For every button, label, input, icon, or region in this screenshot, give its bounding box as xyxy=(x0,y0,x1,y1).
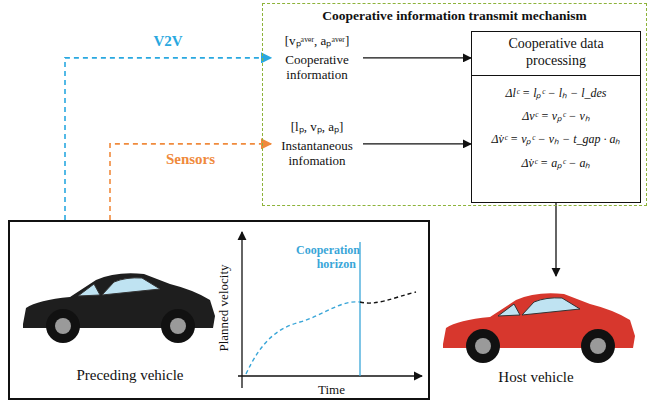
mechanism-region: Cooperative information transmit mechani… xyxy=(262,3,647,206)
connector-arrow xyxy=(363,143,471,144)
planned-curve xyxy=(246,302,360,374)
connector-arrow xyxy=(363,57,471,58)
connector-arrow xyxy=(110,144,271,220)
equation: Δlᶜ = lₚᶜ − lₕ − l_des xyxy=(472,86,640,100)
node-text: [vₚᵃᵛᵉʳ, aₚᵃᵛᵉʳ] xyxy=(273,33,361,49)
node-text: Instantaneous infomation xyxy=(273,138,361,169)
horizon-line xyxy=(359,242,360,376)
node-text: Preceding vehicle xyxy=(50,366,210,384)
predicted-curve xyxy=(360,292,416,303)
equation: Δ̇vᶜ = vₚᶜ − vₕ − t_gap · aₕ xyxy=(472,132,640,146)
node-text: Cooperative data processing xyxy=(472,32,640,76)
process-box: Cooperative data processingΔlᶜ = lₚᶜ − l… xyxy=(471,31,641,203)
node-text: Host vehicle xyxy=(428,368,644,386)
vehicle-block: Host vehicle xyxy=(428,276,644,398)
equation: Δvᶜ = vₚᶜ − vₕ xyxy=(472,109,640,123)
axis-label: Time xyxy=(318,382,345,398)
node-text: Cooperative information transmit mechani… xyxy=(263,4,646,24)
info-block: [lₚ, vₚ, aₚ] Instantaneous infomation xyxy=(271,117,363,171)
horizon-label: Cooperation horizon xyxy=(296,244,356,272)
connector-arrow xyxy=(555,203,556,276)
edge-label: Sensors xyxy=(166,151,215,168)
info-block: [vₚᵃᵛᵉʳ, aₚᵃᵛᵉʳ] Cooperative information xyxy=(271,31,363,85)
equation: Δ̇vᶜ = aₚᶜ − aₕ xyxy=(472,156,640,170)
axis-label: Planned velocity xyxy=(216,264,232,351)
preceding-car xyxy=(23,273,215,343)
host-car xyxy=(443,293,635,363)
connector-arrow xyxy=(65,58,271,220)
x-axis xyxy=(238,375,422,376)
node-text: [lₚ, vₚ, aₚ] xyxy=(273,119,361,135)
edge-label: V2V xyxy=(153,33,182,50)
node-text: Cooperative information xyxy=(273,52,361,83)
y-axis xyxy=(241,232,242,388)
